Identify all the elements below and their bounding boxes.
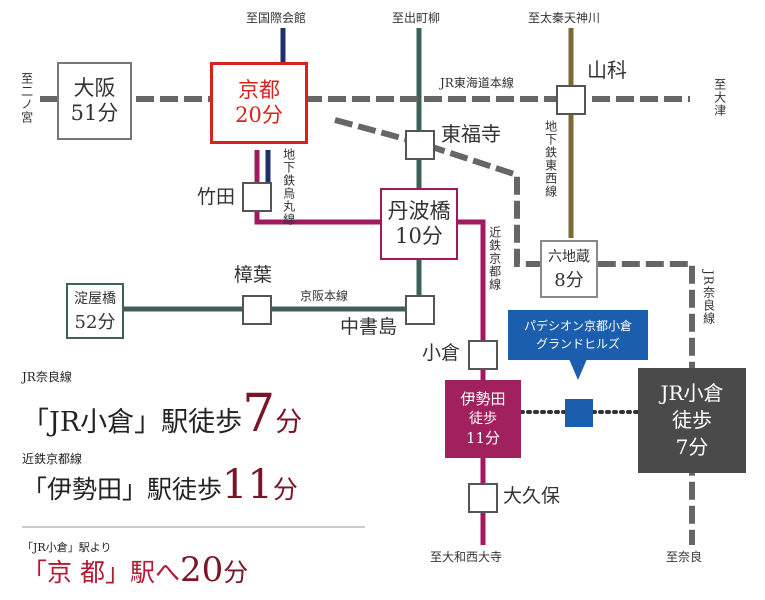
station-okubo-label: 大久保 <box>503 485 561 507</box>
dest-otsu: 至大津 <box>712 78 727 117</box>
property-marker <box>565 399 593 427</box>
station-tanbabashi-time: 10分 <box>395 224 443 248</box>
station-rokujizo: 六地蔵 8分 <box>540 240 598 298</box>
access-2-number: 11 <box>222 462 273 508</box>
station-tofukuji-square <box>405 130 435 160</box>
station-tanbabashi-name: 丹波橋 <box>387 198 451 223</box>
station-tofukuji-label: 東福寺 <box>441 122 501 146</box>
access-3-caption: 「JR小倉」駅より <box>22 541 112 554</box>
station-osaka-time: 51分 <box>70 101 119 125</box>
property-callout: パデシオン京都小倉 グランドヒルズ <box>508 310 648 360</box>
dest-demachi: 至出町柳 <box>392 11 441 25</box>
station-yodoyabashi-time: 52分 <box>74 312 116 333</box>
station-rokujizo-name: 六地蔵 <box>548 249 590 265</box>
station-jr-ogura-time: 7分 <box>675 435 709 459</box>
line-label-keihan: 京阪本線 <box>300 289 349 303</box>
station-yodoyabashi: 淀屋橋 52分 <box>66 283 124 339</box>
access-3-unit: 分 <box>223 558 249 587</box>
station-jr-ogura: JR小倉 徒歩 7分 <box>638 368 746 473</box>
access-1-text: 「JR小倉」駅徒歩7分 <box>22 384 302 444</box>
station-chushojima-label: 中書島 <box>340 316 398 338</box>
station-iseda: 伊勢田 徒歩 11分 <box>445 380 521 458</box>
access-2-caption: 近鉄京都線 <box>22 452 83 466</box>
station-jr-ogura-walk: 徒歩 <box>672 408 712 432</box>
access-1-unit: 分 <box>275 407 303 438</box>
station-kyoto-time: 20分 <box>235 103 283 127</box>
access-2-text: 「伊勢田」駅徒歩11分 <box>22 462 298 508</box>
station-iseda-name: 伊勢田 <box>460 390 506 409</box>
dest-yamato: 至大和西大寺 <box>430 550 503 564</box>
dest-nara: 至奈良 <box>666 550 703 564</box>
access-3-number: 20 <box>179 550 224 590</box>
station-yamashina-label: 山科 <box>587 58 627 82</box>
dest-ninomiya: 至二ノ宮 <box>19 72 34 124</box>
line-label-tozai: 地下鉄東西線 <box>543 120 558 198</box>
access-2-unit: 分 <box>272 475 298 504</box>
property-name-line1: パデシオン京都小倉 <box>523 319 632 333</box>
station-rokujizo-time: 8分 <box>554 270 584 291</box>
station-jr-ogura-name: JR小倉 <box>660 381 724 405</box>
access-3-text: 「京 都」駅へ20分 <box>22 550 248 590</box>
access-1-caption: JR奈良線 <box>22 370 72 384</box>
station-okubo-square <box>468 483 498 513</box>
property-name-line2: グランドヒルズ <box>535 337 620 351</box>
dest-uzumasa: 至太秦天神川 <box>528 11 601 25</box>
station-kuzuha-square <box>242 295 272 325</box>
station-takeda-label: 竹田 <box>197 186 236 208</box>
station-ogura-label: 小倉 <box>422 342 461 364</box>
station-kuzuha-label: 樟葉 <box>234 264 273 286</box>
station-yodoyabashi-name: 淀屋橋 <box>74 291 116 307</box>
station-iseda-time: 11分 <box>465 429 501 448</box>
station-kyoto-name: 京都 <box>238 77 280 102</box>
line-label-jr-tokaido: JR東海道本線 <box>440 76 514 90</box>
station-tanbabashi: 丹波橋 10分 <box>380 188 458 260</box>
station-osaka-name: 大阪 <box>73 75 116 100</box>
line-label-jr-nara: JR奈良線 <box>701 270 716 325</box>
dest-kokusai: 至国際会館 <box>246 11 307 25</box>
station-kyoto: 京都 20分 <box>210 62 308 144</box>
property-pointer <box>569 359 587 380</box>
line-label-kintetsu: 近鉄京都線 <box>487 226 502 291</box>
station-ogura-square <box>468 340 498 370</box>
line-label-karasuma: 地下鉄烏丸線 <box>281 148 296 226</box>
access-1-number: 7 <box>242 384 276 444</box>
station-yamashina-square <box>556 85 586 115</box>
access-2-prefix: 「伊勢田」駅徒歩 <box>22 475 223 504</box>
access-1-prefix: 「JR小倉」駅徒歩 <box>22 407 243 438</box>
access-3-prefix: 「京 都」駅へ <box>22 558 180 587</box>
station-chushojima-square <box>405 295 435 325</box>
station-osaka: 大阪 51分 <box>57 62 132 140</box>
station-takeda-square <box>242 182 272 212</box>
station-iseda-walk: 徒歩 <box>469 410 497 427</box>
